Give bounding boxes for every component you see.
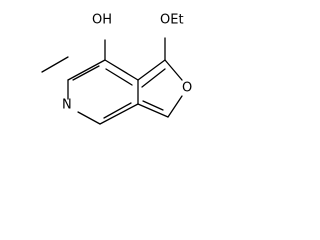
bond-c-c-furan-inner	[142, 100, 164, 111]
bond-group	[41, 37, 183, 125]
chemical-structure: OH OEt O N	[41, 13, 192, 125]
bond-o-c-furan	[167, 95, 183, 118]
bond-c-c-ethoxy-inner	[141, 68, 166, 88]
bond-c-c-bottom-inner	[103, 102, 132, 119]
bond-c-c-ethoxy	[137, 59, 166, 81]
bond-c-o-furan	[164, 59, 183, 81]
bond-methyl	[41, 56, 69, 73]
bond-fused-c-oh-inner	[105, 68, 133, 86]
ethoxy-label: OEt	[160, 13, 184, 28]
bond-fused-c-oh	[104, 59, 139, 81]
bond-c-c-methyl	[67, 59, 106, 81]
bond-c-c-bottom	[99, 103, 139, 125]
furan-oxygen-label: O	[182, 81, 192, 96]
bond-n-c	[77, 111, 101, 125]
bond-c-c-methyl-inner	[72, 65, 100, 81]
bond-c-c-furan	[137, 103, 169, 118]
hydroxyl-label: OH	[92, 13, 112, 28]
pyridine-nitrogen-label: N	[62, 98, 72, 113]
